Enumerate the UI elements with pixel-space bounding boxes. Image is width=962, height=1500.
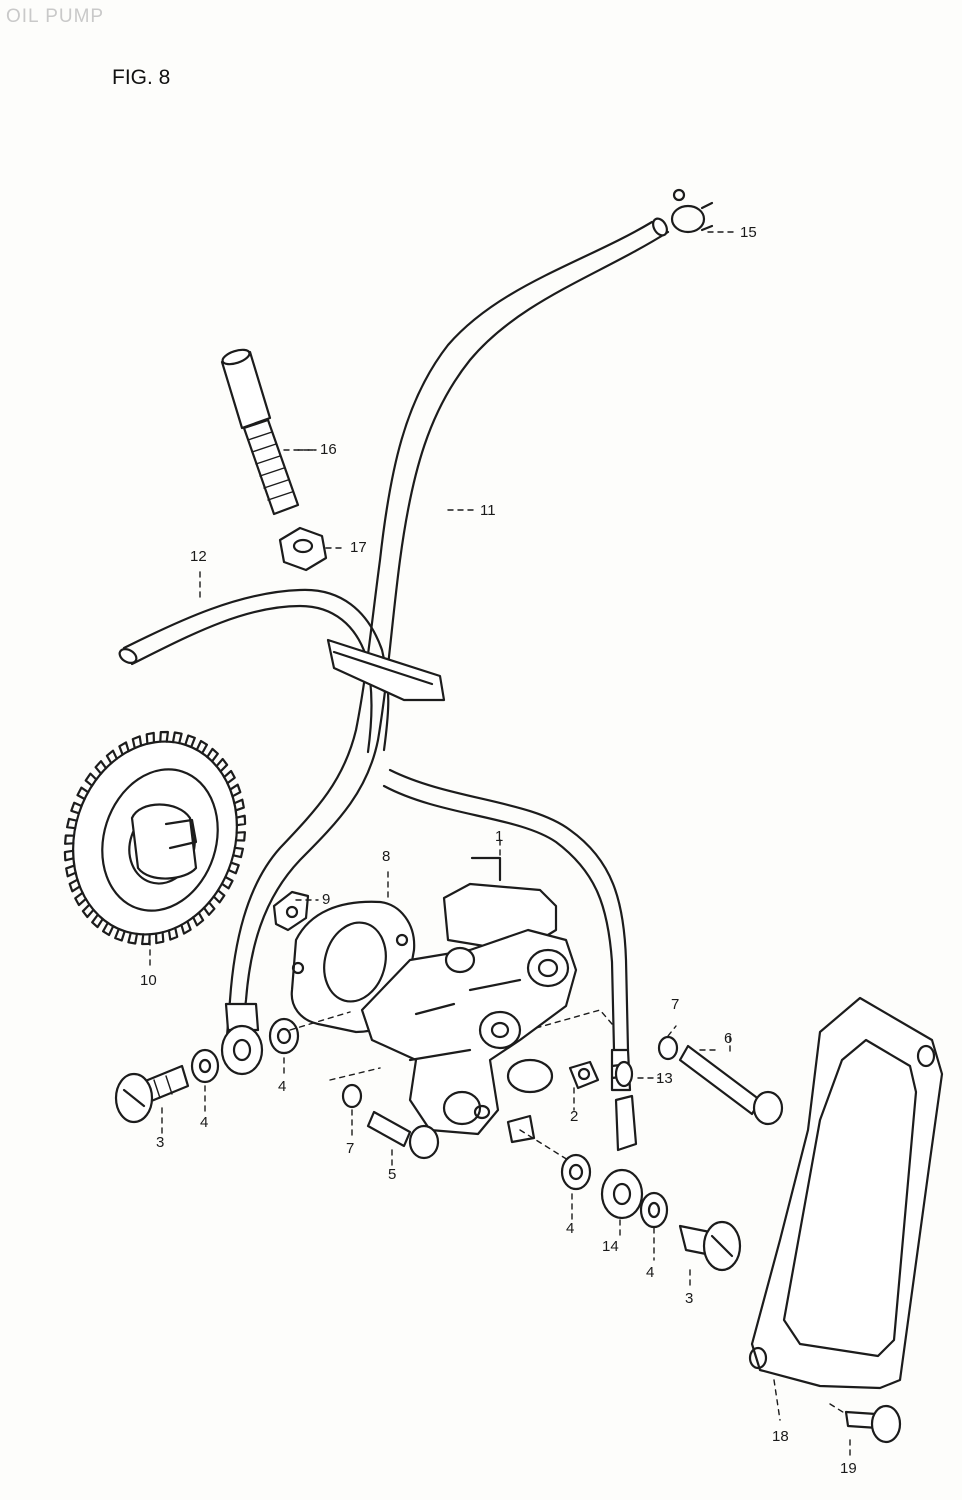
banjo-fitting-left <box>220 1002 264 1076</box>
callout-3: 3 <box>156 1134 165 1151</box>
figure-number: FIG. 8 <box>112 66 171 89</box>
callout-2: 2 <box>570 1108 579 1125</box>
screw-5 <box>366 1110 440 1160</box>
banjo-bolt-right <box>678 1220 742 1272</box>
callout-8: 8 <box>382 848 391 865</box>
callout-18: 18 <box>772 1428 789 1445</box>
cover-gasket <box>748 996 944 1390</box>
callout-1: 1 <box>495 828 504 845</box>
callout-13: 13 <box>656 1070 673 1087</box>
leader-lines <box>149 231 851 1457</box>
callout-14: 14 <box>602 1238 619 1255</box>
bolt-16 <box>220 348 300 516</box>
callout-7: 7 <box>671 996 680 1013</box>
callout-9: 9 <box>322 891 331 908</box>
callout-6: 6 <box>724 1030 733 1047</box>
callout-15: 15 <box>740 224 757 241</box>
washers <box>190 1017 669 1229</box>
hose-clip <box>670 188 714 234</box>
hose-clamp <box>326 638 446 702</box>
callout-16: 16 <box>320 441 337 458</box>
gear-teeth <box>63 730 247 946</box>
callout-4: 4 <box>646 1264 655 1281</box>
callout-4: 4 <box>566 1220 575 1237</box>
callout-10: 10 <box>140 972 157 989</box>
clip-9 <box>272 890 310 932</box>
oil-pump-body <box>360 856 578 1144</box>
oil-hose-short <box>118 588 390 754</box>
banjo-bolt-left <box>114 1064 190 1124</box>
small-parts <box>341 1035 679 1109</box>
section-title: OIL PUMP <box>6 6 105 27</box>
nut-17 <box>278 526 328 572</box>
callout-7: 7 <box>346 1140 355 1157</box>
callout-11: 11 <box>480 502 496 519</box>
drive-gear <box>63 730 247 946</box>
callout-4: 4 <box>200 1114 209 1131</box>
screw-6 <box>678 1044 784 1126</box>
callout-4: 4 <box>278 1078 287 1095</box>
callout-17: 17 <box>350 539 367 556</box>
callout-3: 3 <box>685 1290 694 1307</box>
callout-12: 12 <box>190 548 207 565</box>
callout-5: 5 <box>388 1166 397 1183</box>
callout-19: 19 <box>840 1460 857 1477</box>
oil-hose-branch <box>382 768 630 1052</box>
screw-19 <box>844 1404 902 1444</box>
oil-hose-long <box>224 217 670 1050</box>
